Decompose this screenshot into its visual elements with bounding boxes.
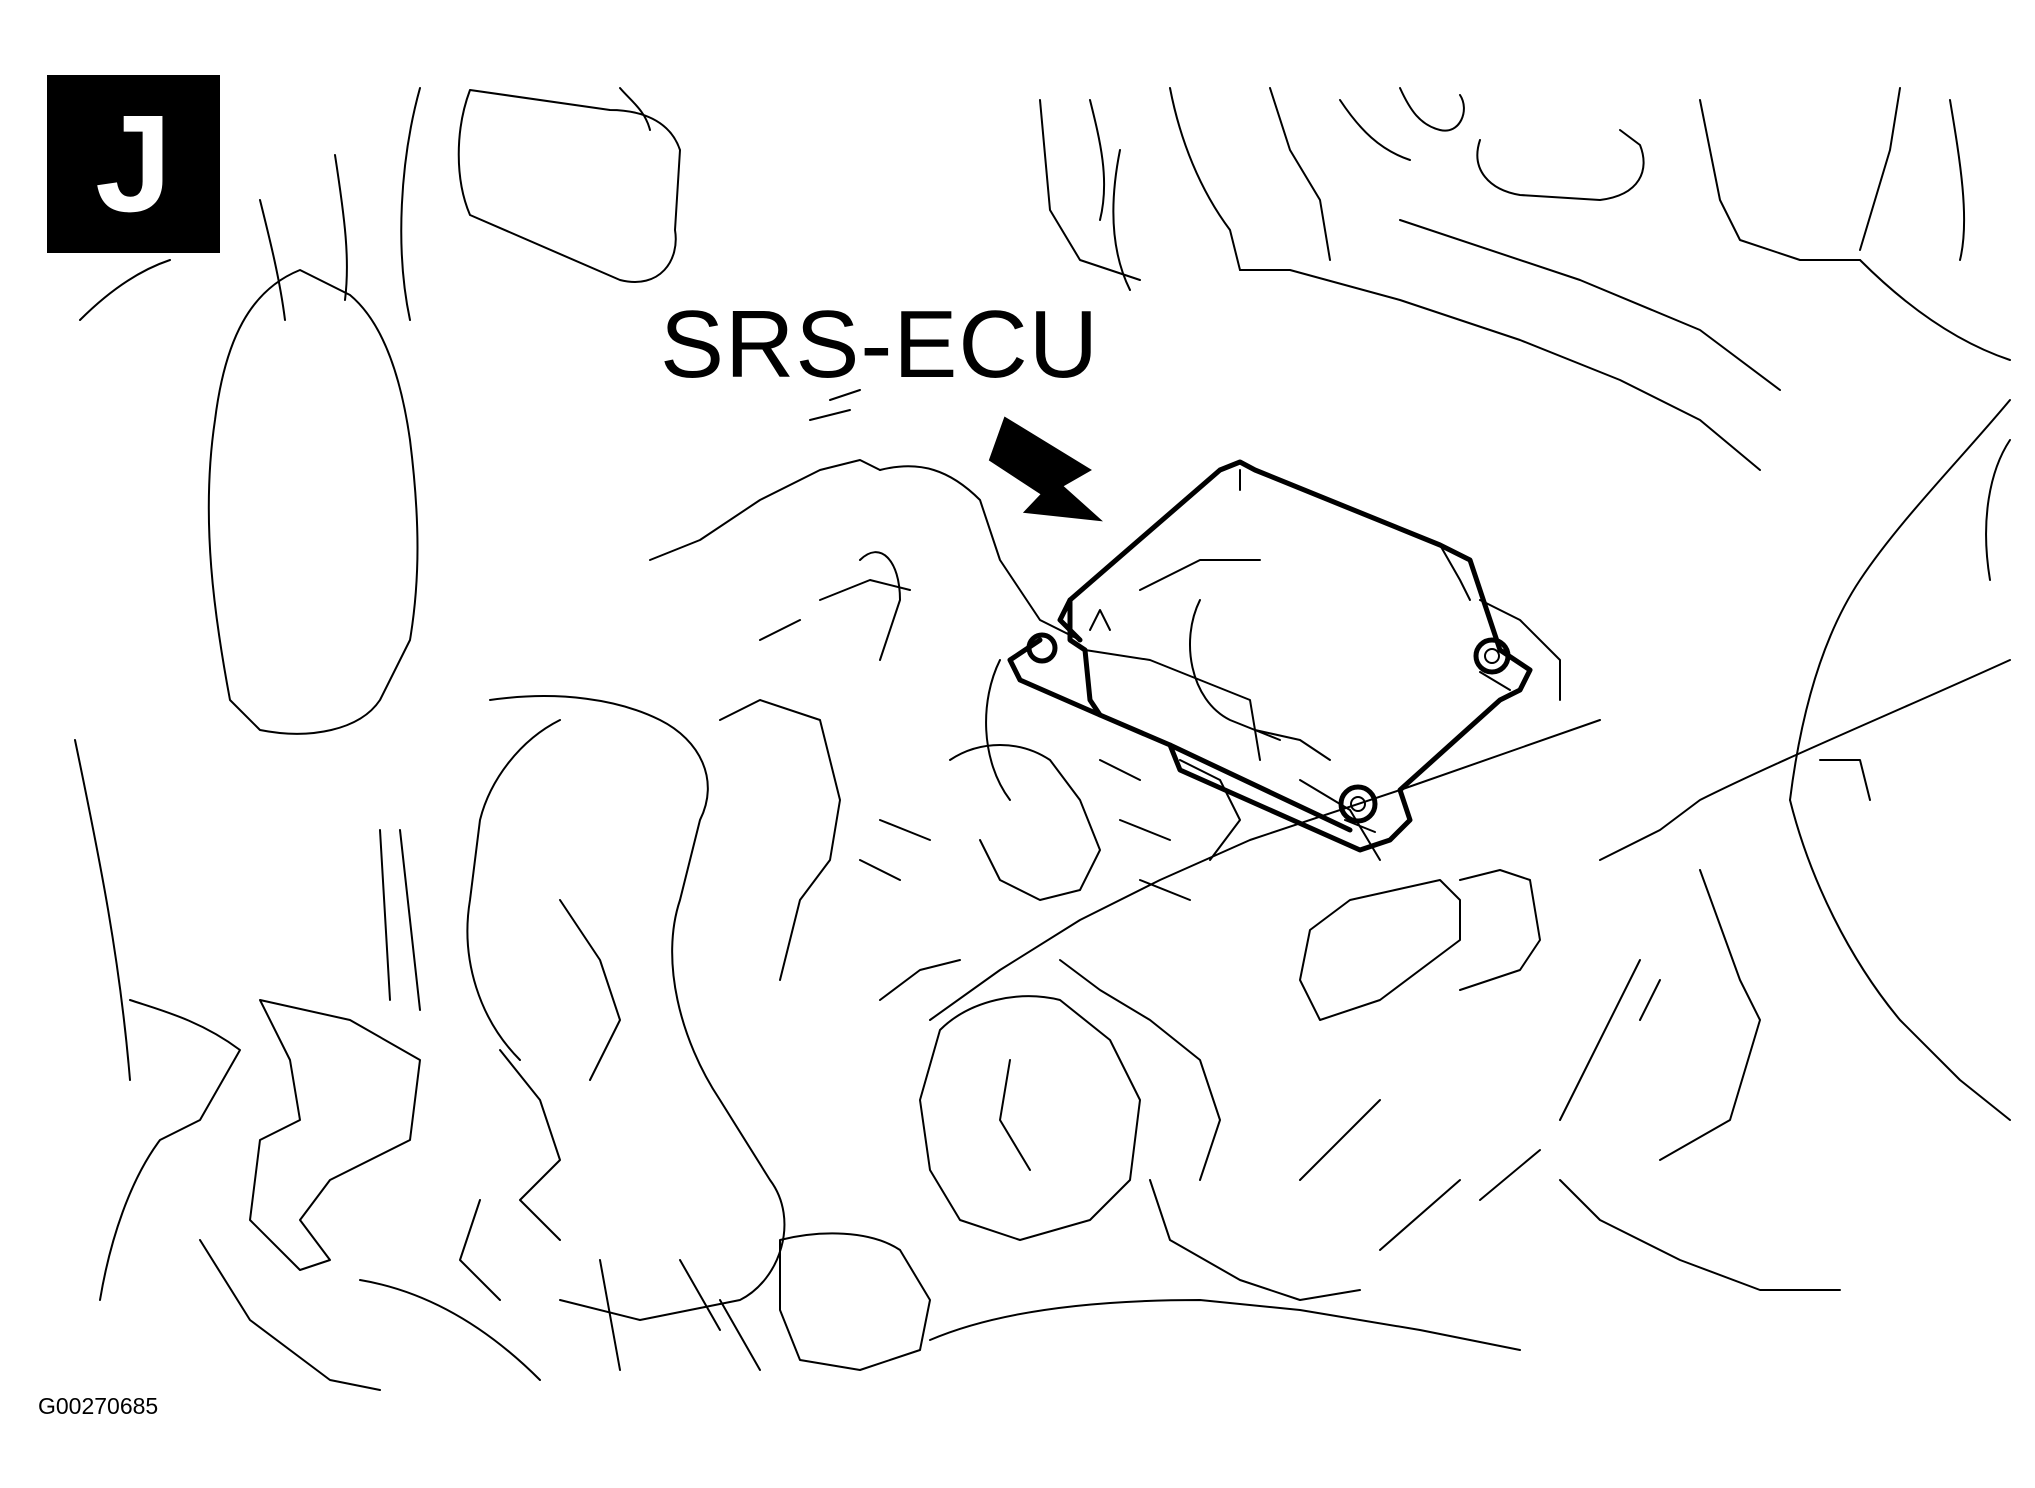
callout-arrow [988, 416, 1103, 522]
srs-ecu-module [1007, 459, 1533, 853]
srs-ecu-label: SRS-ECU [660, 291, 1100, 398]
figure-id: G00270685 [38, 1393, 159, 1419]
vehicle-structure-lines [74, 87, 2011, 1391]
view-letter: J [95, 87, 172, 241]
view-letter-badge: J [47, 75, 220, 253]
